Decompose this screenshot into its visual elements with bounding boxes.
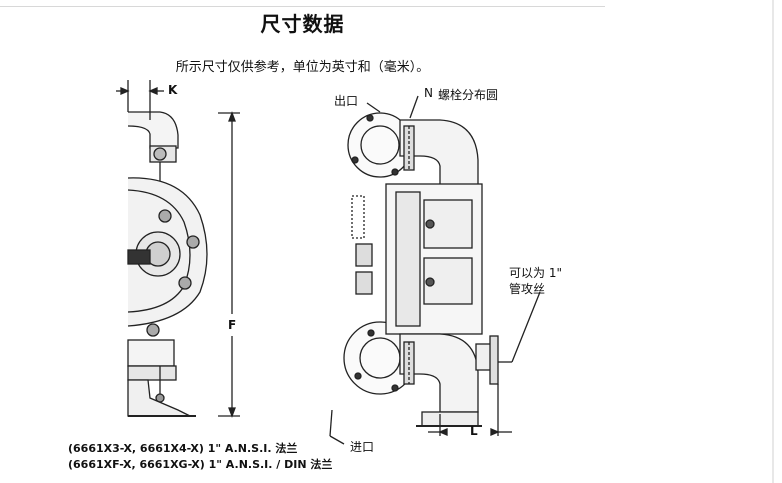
- dim-k-label: K: [168, 83, 178, 97]
- page-title: 尺寸数据: [260, 12, 345, 36]
- right-pump-view: [343, 112, 499, 427]
- caption-ansi-flange: (6661X3-X, 6661X4-X) 1" A.N.S.I. 法兰: [68, 442, 298, 455]
- left-pump-view: [127, 111, 208, 417]
- bolt-circle-label: 螺栓分布圆: [438, 88, 499, 102]
- page-subtitle: 所示尺寸仅供参考，单位为英寸和（毫米）。: [175, 60, 430, 75]
- dimension-k: [116, 80, 164, 120]
- header-divider: [0, 6, 605, 7]
- caption-din-flange: (6661XF-X, 6661XG-X) 1" A.N.S.I. / DIN 法…: [68, 458, 333, 471]
- page-edge: [772, 0, 774, 483]
- dim-l-label: L: [470, 424, 478, 438]
- dimension-f: [218, 111, 240, 418]
- dim-f-label: F: [228, 318, 237, 332]
- threaded-note-line2: 管攻丝: [509, 282, 546, 296]
- inlet-label: 进口: [350, 440, 375, 454]
- leader-lines: [329, 95, 541, 445]
- dimension-l: [428, 384, 512, 436]
- outlet-label: 出口: [334, 94, 359, 108]
- n-label: N: [424, 86, 433, 100]
- threaded-note-line1: 可以为 1": [509, 266, 562, 280]
